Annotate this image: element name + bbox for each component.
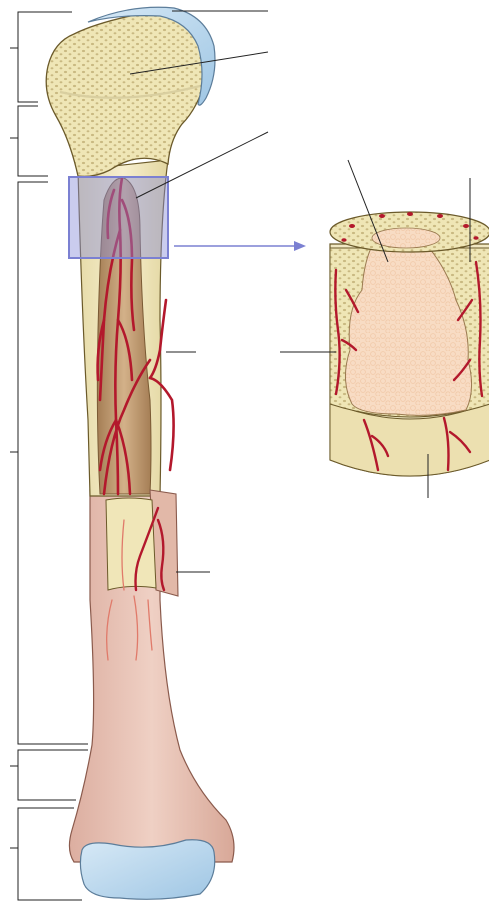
compact-bone-window: [106, 498, 156, 590]
distal-articular-cartilage: [80, 840, 214, 900]
cross-section-top-marrow: [372, 228, 440, 248]
bracket-diaphysis: [18, 182, 88, 744]
proximal-epiphysis: [46, 15, 207, 177]
bracket-proximal-metaphysis: [18, 106, 48, 176]
cross-section: [330, 212, 489, 476]
bracket-distal-metaphysis: [18, 750, 88, 800]
magnify-arrow-head: [294, 241, 306, 251]
